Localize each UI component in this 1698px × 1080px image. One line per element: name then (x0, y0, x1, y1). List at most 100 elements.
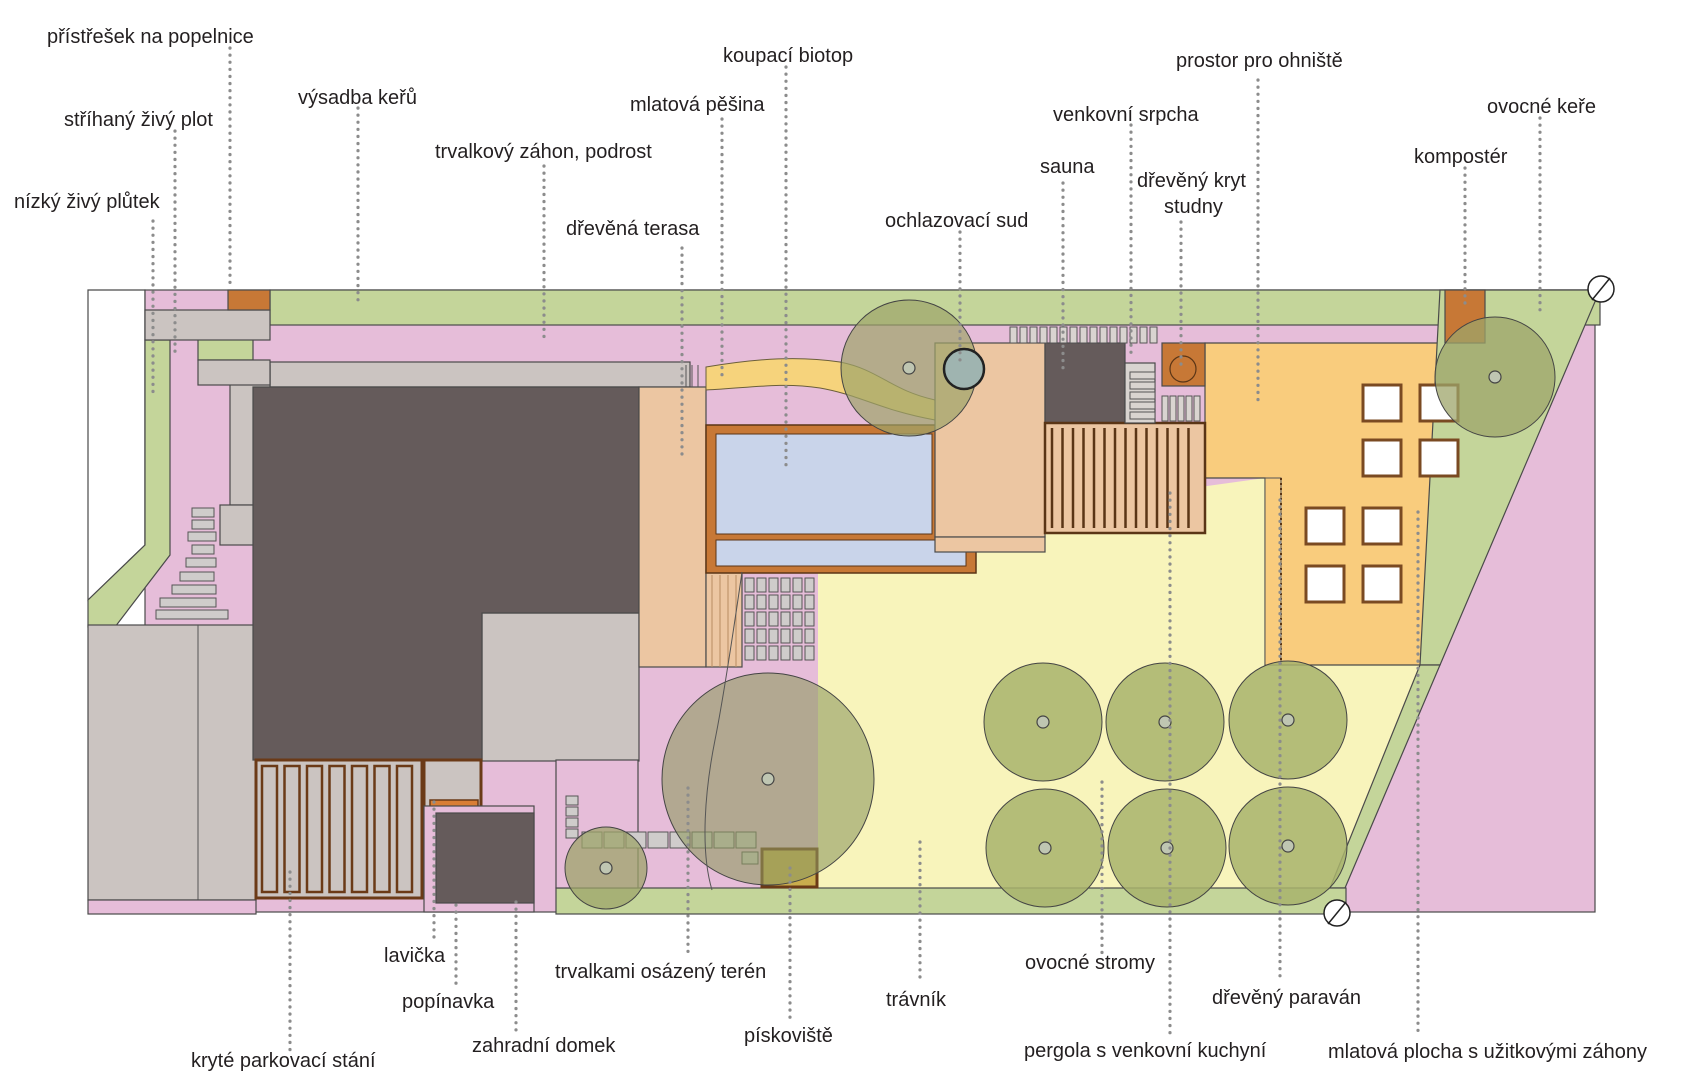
sauna (1044, 342, 1126, 424)
label-shrub-planting: výsadba keřů (298, 87, 417, 109)
label-outdoor-shower: venkovní srpcha (1053, 104, 1200, 126)
well (1169, 355, 1197, 383)
raised-bed (1304, 564, 1346, 604)
label-mlat-path: mlatová pěšina (630, 94, 765, 116)
stepping-stone (768, 611, 779, 627)
carport-slat (305, 764, 324, 894)
terrace-boards (685, 365, 737, 667)
shower-slat (1193, 395, 1201, 422)
stepping-stone (792, 628, 803, 644)
stepping-stone (804, 645, 815, 661)
stepping-stone (804, 594, 815, 610)
stepping-stone (647, 831, 669, 849)
label-well-cover-1: dřevěný kryt (1137, 170, 1246, 192)
shower-slat (1129, 401, 1156, 410)
paving-corner (197, 359, 271, 386)
label-composter: kompostér (1414, 146, 1508, 168)
tree-centre-dot (1281, 839, 1295, 853)
bin-shelter (227, 289, 271, 311)
label-bin-shelter: přístřešek na popelnice (47, 26, 254, 48)
wooden-terrace (638, 386, 707, 668)
carport-slat (328, 764, 346, 894)
tree-centre-dot (1160, 841, 1174, 855)
shower-slat (1129, 391, 1156, 400)
stepping-stone (768, 594, 779, 610)
terrain-path-line (704, 571, 743, 891)
stepping-slat (1059, 326, 1068, 344)
label-perennial-bed: trvalkový záhon, podrost (435, 141, 652, 163)
stepping-slat (1109, 326, 1118, 344)
pink-bottom-left (87, 899, 257, 915)
stepping-stone (780, 577, 791, 593)
carport-slat (283, 764, 301, 894)
shower-slat (1161, 395, 1169, 422)
pool (705, 424, 977, 574)
pool-water-main (715, 433, 933, 535)
stepping-stone (804, 628, 815, 644)
label-mlat-beds: mlatová plocha s užitkovými záhony (1328, 1041, 1647, 1063)
stepping-stone (744, 645, 755, 661)
stepping-slat (1099, 326, 1108, 344)
leader-lines (151, 46, 1542, 1052)
stepping-stone (792, 577, 803, 593)
label-lawn: trávník (886, 989, 947, 1011)
tree-centre-dot (761, 772, 775, 786)
label-bench: lavička (384, 945, 446, 967)
label-sandpit: pískoviště (744, 1025, 833, 1047)
tree-centre-dot (599, 861, 613, 875)
stepping-stone (780, 645, 791, 661)
label-climber: popínavka (402, 991, 495, 1013)
stepping-stone (565, 817, 579, 828)
shower-slat (1169, 395, 1177, 422)
tree-centres (599, 361, 1502, 875)
shower-slat (1129, 371, 1156, 380)
stepping-slat (1089, 326, 1098, 344)
tree-centre-dot (1281, 713, 1295, 727)
paving (87, 309, 691, 915)
tree-centre-dot (1158, 715, 1172, 729)
paving-top-left (144, 309, 271, 341)
stepping-stone (187, 531, 217, 542)
shower-slats (1129, 371, 1201, 422)
stepping-stones-mid (744, 577, 815, 661)
left-hedge-small (197, 337, 254, 361)
shower-slat (1185, 395, 1193, 422)
stepping-slat (1019, 326, 1028, 344)
label-fruit-bushes: ovocné keře (1487, 96, 1596, 118)
raised-bed (1361, 438, 1403, 478)
stepping-stone (804, 577, 815, 593)
stepping-stone (565, 828, 579, 839)
stepping-stone (780, 594, 791, 610)
stepping-stone (756, 594, 767, 610)
stepping-stone (804, 611, 815, 627)
shower-slat (1129, 381, 1156, 390)
stepping-stone (756, 577, 767, 593)
stepping-stone (792, 611, 803, 627)
stepping-slat (1149, 326, 1158, 344)
raised-bed (1418, 438, 1460, 478)
stepping-slat (1049, 326, 1058, 344)
tree-centre-dot (902, 361, 916, 375)
bottom-hedge (555, 887, 1347, 915)
label-garden-shed: zahradní domek (472, 1035, 616, 1057)
stepping-stone (179, 571, 215, 582)
label-low-hedge: nízký živý plůtek (14, 191, 161, 213)
stepping-slats-top (1009, 326, 1158, 344)
stepping-slat (1029, 326, 1038, 344)
stepping-slat (1139, 326, 1148, 344)
corner-markers (1323, 275, 1615, 927)
carport (254, 758, 483, 900)
paving-strip (269, 361, 691, 388)
terrace-south (705, 569, 743, 668)
label-sauna: sauna (1040, 156, 1095, 178)
label-fireplace: prostor pro ohniště (1176, 50, 1343, 72)
stepping-stone (191, 519, 215, 530)
stepping-slat (1069, 326, 1078, 344)
stepping-stone (768, 628, 779, 644)
stepping-stone (155, 609, 229, 620)
corner-marker-se-line (1327, 901, 1347, 925)
raised-bed (1361, 506, 1403, 546)
label-carport: kryté parkovací stání (191, 1050, 376, 1072)
stepping-slat (1129, 326, 1138, 344)
